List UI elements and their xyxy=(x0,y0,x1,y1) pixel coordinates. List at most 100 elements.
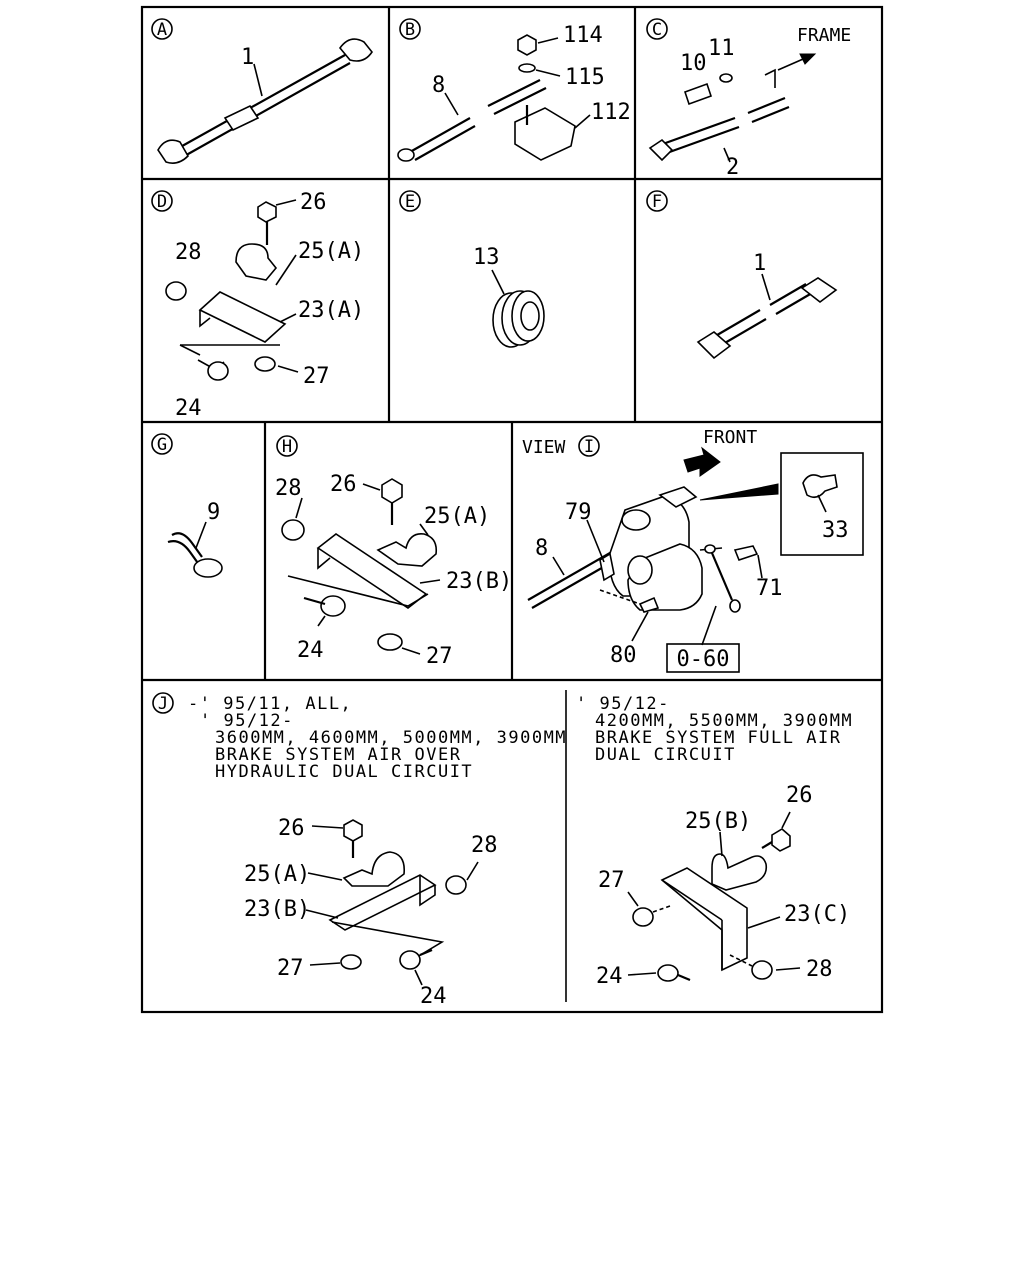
panel-letter: G xyxy=(157,435,167,455)
panel-letter: I xyxy=(584,437,594,457)
panel-h: H 28 26 25(A) 23(B) 24 27 xyxy=(275,435,512,669)
panel-g: G 9 xyxy=(151,433,223,578)
j-left-part-label-26: 26 xyxy=(278,816,305,841)
part-label-23a: 23(A) xyxy=(298,298,364,323)
j-right-part-label-24: 24 xyxy=(596,964,623,989)
j-left-part-label-27: 27 xyxy=(277,956,304,981)
panel-i: VIEW I FRONT xyxy=(522,427,864,673)
part-label-10: 10 xyxy=(680,51,707,76)
ground-cable-drawing xyxy=(648,53,817,162)
part-label-25a: 25(A) xyxy=(298,239,364,264)
panel-letter: J xyxy=(158,694,168,714)
j-left-part-label-25a: 25(A) xyxy=(244,862,310,887)
panel-letter: A xyxy=(157,20,167,40)
part-label-11: 11 xyxy=(708,36,735,61)
j-right-note-2: 4200MM, 5500MM, 3900MM xyxy=(595,711,853,731)
part-label-80: 80 xyxy=(610,643,637,668)
grommet-drawing xyxy=(492,290,545,348)
cable-tie-drawing xyxy=(167,532,223,578)
part-label-33: 33 xyxy=(822,518,849,543)
starter-motor-drawing xyxy=(527,486,759,613)
part-label-79: 79 xyxy=(565,500,592,525)
j-left-part-label-23b: 23(B) xyxy=(244,897,310,922)
part-label-9: 9 xyxy=(207,500,220,525)
panel-j: J -' 95/11, ALL, ' 95/12- 3600MM, 4600MM… xyxy=(152,692,853,1009)
j-right-part-label-27: 27 xyxy=(598,868,625,893)
battery-cable-drawing xyxy=(696,277,838,360)
front-direction-label: FRONT xyxy=(703,427,757,448)
panel-d: D 26 28 25(A) 23(A) 27 24 xyxy=(151,190,364,421)
panel-letter-circle xyxy=(276,435,298,457)
part-label-1: 1 xyxy=(753,251,766,276)
j-left-bracket-drawing xyxy=(328,819,467,970)
battery-cable-drawing xyxy=(157,38,373,164)
reference-label: 0-60 xyxy=(677,647,730,672)
j-left-note-1: -' 95/11, ALL, xyxy=(188,694,352,714)
j-right-part-label-23c: 23(C) xyxy=(784,902,850,927)
j-right-part-label-26: 26 xyxy=(786,783,813,808)
view-label: VIEW xyxy=(522,437,566,458)
part-label-24: 24 xyxy=(297,638,324,663)
j-right-note-1: ' 95/12- xyxy=(576,694,670,714)
panel-letter: F xyxy=(652,192,662,212)
j-left-note-5: HYDRAULIC DUAL CIRCUIT xyxy=(215,762,473,782)
clip-bracket-drawing xyxy=(281,478,438,651)
clip-bracket-drawing xyxy=(165,201,287,381)
frame-direction-label: FRAME xyxy=(797,25,851,46)
panel-c: C 10 11 2 FRAME xyxy=(646,18,851,180)
part-label-23b: 23(B) xyxy=(446,569,512,594)
panel-letter-circle xyxy=(151,18,173,40)
part-label-2: 2 xyxy=(726,155,739,180)
part-label-13: 13 xyxy=(473,245,500,270)
part-label-24: 24 xyxy=(175,396,202,421)
j-left-part-label-24: 24 xyxy=(420,984,447,1009)
part-label-25a: 25(A) xyxy=(424,504,490,529)
j-right-part-label-25b: 25(B) xyxy=(685,809,751,834)
panel-letter-circle xyxy=(399,18,421,40)
panel-e: E 13 xyxy=(399,190,545,348)
panel-letter-circle xyxy=(646,190,668,212)
part-label-112: 112 xyxy=(591,100,631,125)
part-label-26: 26 xyxy=(300,190,327,215)
j-left-note-4: BRAKE SYSTEM AIR OVER xyxy=(215,745,461,765)
panel-letter: C xyxy=(652,20,662,40)
j-right-note-4: DUAL CIRCUIT xyxy=(595,745,736,765)
panel-letter: B xyxy=(405,20,415,40)
panel-a: A 1 xyxy=(151,18,373,164)
part-label-27: 27 xyxy=(426,644,453,669)
cable-and-terminal-drawing xyxy=(397,34,576,162)
panel-f: F 1 xyxy=(646,190,838,360)
panel-letter-circle xyxy=(151,433,173,455)
part-label-28: 28 xyxy=(275,476,302,501)
j-right-note-3: BRAKE SYSTEM FULL AIR xyxy=(595,728,841,748)
part-label-114: 114 xyxy=(563,23,603,48)
part-label-26: 26 xyxy=(330,472,357,497)
j-right-bracket-drawing xyxy=(632,828,791,982)
panel-letter: H xyxy=(282,437,292,457)
part-label-115: 115 xyxy=(565,65,605,90)
panel-letter-circle xyxy=(399,190,421,212)
panel-letter: D xyxy=(157,192,167,212)
part-label-8: 8 xyxy=(432,73,445,98)
reference-box xyxy=(666,643,740,673)
part-label-28: 28 xyxy=(175,240,202,265)
part-label-71: 71 xyxy=(756,576,783,601)
part-label-27: 27 xyxy=(303,364,330,389)
j-left-note-2: ' 95/12- xyxy=(200,711,294,731)
j-left-part-label-28: 28 xyxy=(471,833,498,858)
part-label-1: 1 xyxy=(241,45,254,70)
part-label-8: 8 xyxy=(535,536,548,561)
detail-inset-box xyxy=(780,452,864,556)
j-left-note-3: 3600MM, 4600MM, 5000MM, 3900MM xyxy=(215,728,567,748)
detail-callout-wedge xyxy=(699,483,779,501)
panel-letter-circle xyxy=(646,18,668,40)
grid-frame xyxy=(140,5,884,1014)
panel-b: B 114 115 8 112 xyxy=(397,18,631,162)
j-right-part-label-28: 28 xyxy=(806,957,833,982)
panel-letter-circle xyxy=(152,692,174,714)
panel-letter-circle xyxy=(578,435,600,457)
panel-letter: E xyxy=(405,192,415,212)
front-arrow-icon xyxy=(683,446,721,477)
detail-inset-cap-drawing xyxy=(802,474,838,499)
